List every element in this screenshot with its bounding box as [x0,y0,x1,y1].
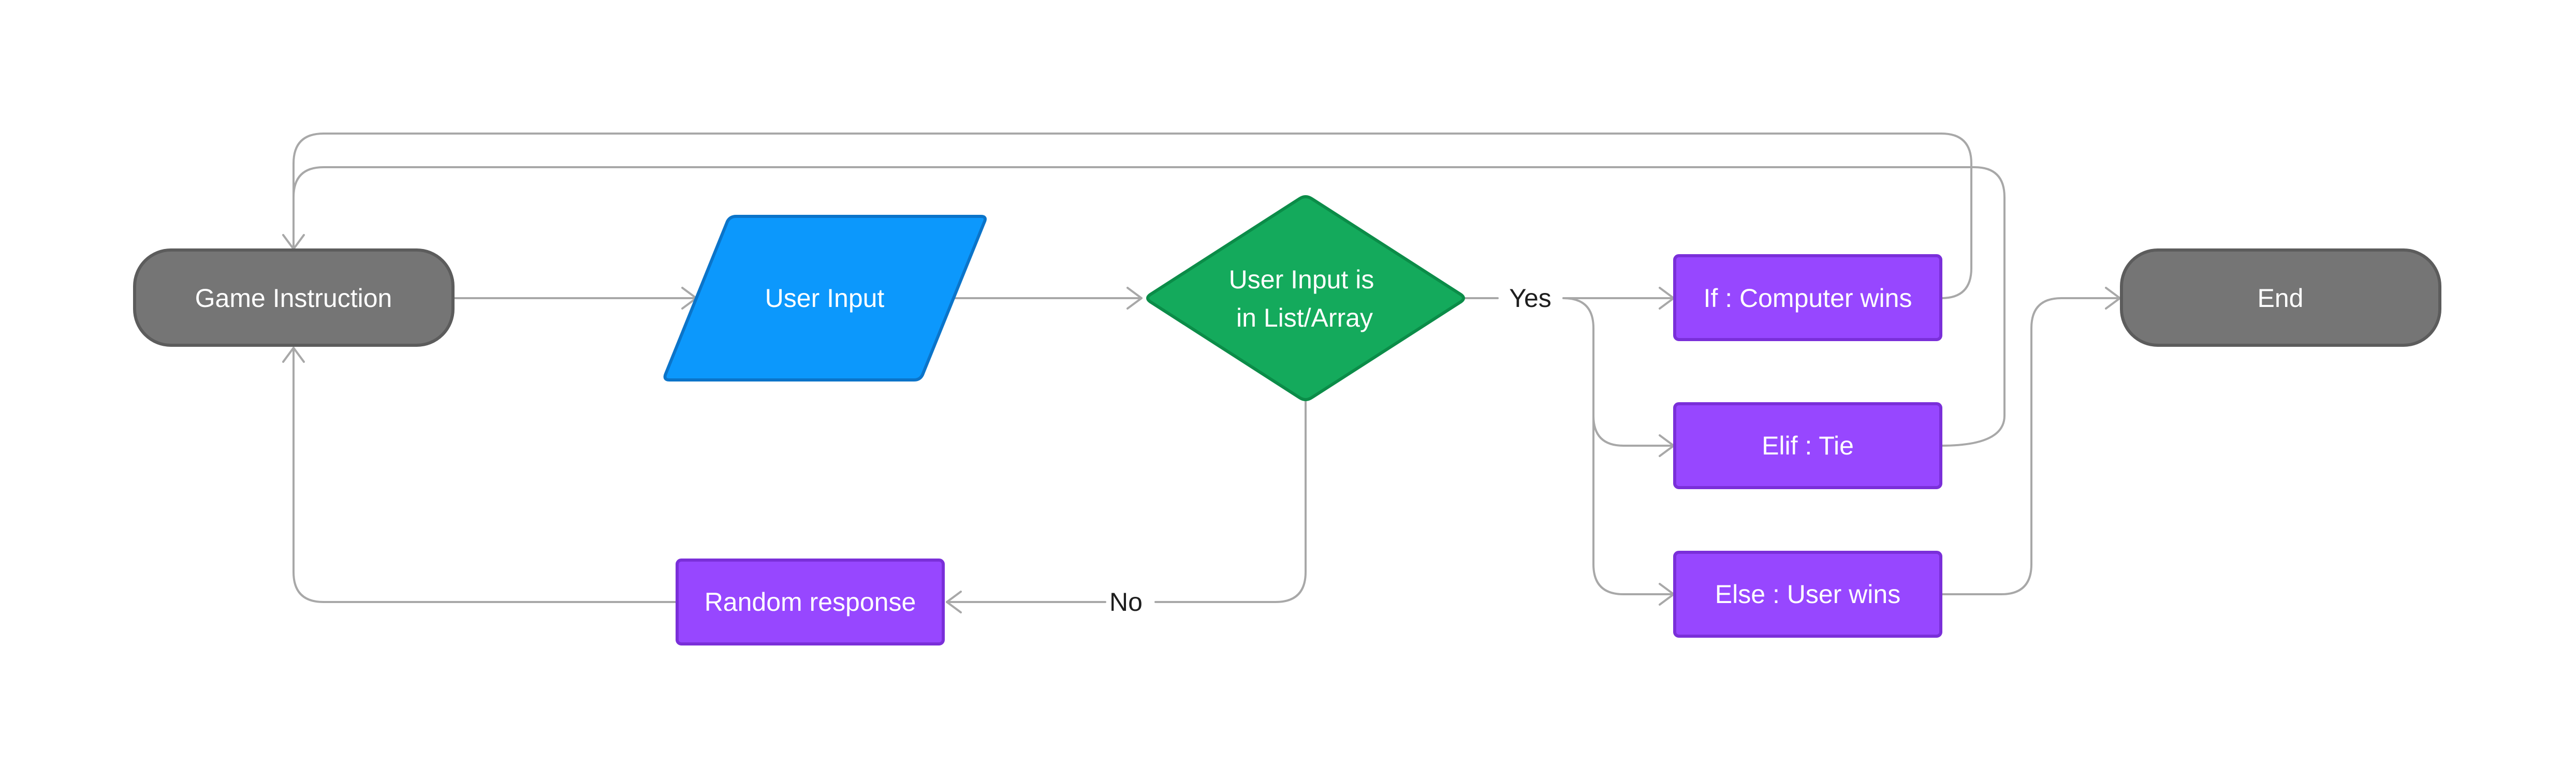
edge-computer-wins-loop [292,133,1972,299]
no-label: No [1109,588,1143,616]
process-shape [1673,551,1942,638]
end-label: End [2258,284,2304,313]
yes-label: Yes [1509,284,1552,313]
node-random-response[interactable]: Random response [676,559,945,645]
node-game-instruction[interactable]: Game Instruction [133,248,455,347]
edge-decision-to-no [1154,399,1307,603]
arrowhead [946,591,962,613]
edge-yes-to-user-wins [1592,415,1675,595]
node-user-wins[interactable]: Else : User wins [1673,551,1942,638]
game-instruction-label: Game Instruction [195,284,392,313]
process-shape [1673,402,1942,489]
node-user-input[interactable]: User Input [663,215,987,381]
arrowhead [282,347,305,363]
arrowhead [1126,287,1143,310]
user-wins-label: Else : User wins [1715,580,1900,609]
process-shape [676,559,945,645]
user-input-label: User Input [765,284,885,313]
node-decision[interactable]: User Input is in List/Array [1146,195,1465,401]
terminal-shape [133,248,455,347]
edge-user-wins-to-end [1940,297,2121,595]
decision-label-line1: User Input is [1229,265,1374,294]
edge-random-to-instruction [292,347,677,603]
random-response-label: Random response [705,588,916,616]
decision-shape [1146,195,1465,401]
edge-tie-loop [292,166,2006,447]
node-end[interactable]: End [2120,248,2441,347]
computer-wins-label: If : Computer wins [1704,284,1912,313]
edge-yes-to-tie [1562,297,1675,447]
node-tie[interactable]: Elif : Tie [1673,402,1942,489]
tie-label: Elif : Tie [1762,431,1854,460]
decision-label-line2: in List/Array [1236,303,1373,332]
connectors [282,133,2121,613]
process-shape [1673,254,1942,341]
node-computer-wins[interactable]: If : Computer wins [1673,254,1942,341]
input-shape [663,215,987,381]
terminal-shape [2120,248,2441,347]
